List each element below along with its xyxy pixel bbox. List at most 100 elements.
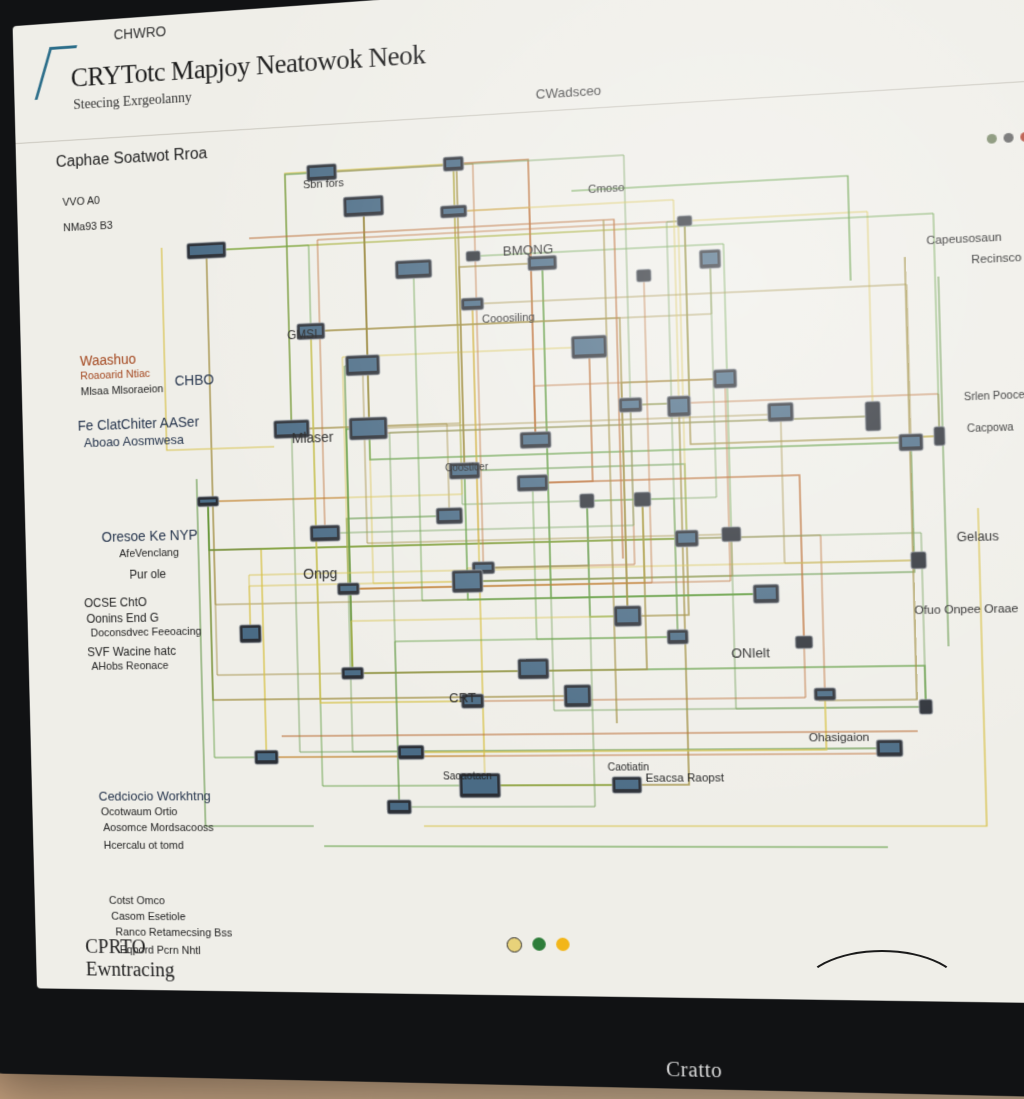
device-node[interactable] <box>634 492 651 507</box>
block-line: AHobs Reonace <box>91 659 169 673</box>
device-node[interactable] <box>753 584 779 603</box>
device-node[interactable] <box>387 800 412 814</box>
diagram-label: Sbn fors <box>302 177 344 192</box>
device-node[interactable] <box>612 777 642 794</box>
left-panel-line: VVO A0 <box>62 194 100 209</box>
wire <box>603 220 616 723</box>
wire <box>324 846 888 847</box>
diagram-label: Caotiatin <box>607 762 650 774</box>
device-node[interactable] <box>395 259 432 279</box>
device-node[interactable] <box>795 636 813 649</box>
device-node[interactable] <box>349 417 388 440</box>
device-node[interactable] <box>197 496 219 507</box>
device-node[interactable] <box>614 606 642 627</box>
wire <box>529 347 593 483</box>
wire <box>347 516 452 589</box>
device-node[interactable] <box>461 694 484 708</box>
device-node[interactable] <box>520 431 551 448</box>
device-node[interactable] <box>517 474 548 491</box>
device-node[interactable] <box>814 688 836 701</box>
wire <box>731 530 926 709</box>
wire <box>197 476 314 826</box>
wire <box>206 226 686 550</box>
monitor-brand-logo: Cratto <box>665 1058 723 1083</box>
device-node[interactable] <box>307 164 337 182</box>
wire <box>667 221 696 637</box>
device-node[interactable] <box>675 530 699 547</box>
diagram-label: ONlelt <box>731 644 771 661</box>
right-panel-line: Srlen Poocentiat <box>963 388 1024 404</box>
device-node[interactable] <box>721 527 741 542</box>
block-line: Hcercalu ot tomd <box>103 839 184 852</box>
device-node[interactable] <box>934 426 946 445</box>
diagram-label: CHBO <box>174 371 215 389</box>
device-node[interactable] <box>337 583 359 596</box>
diagram-label: Cmoso <box>587 181 625 197</box>
status-area: CPRTO Ewntracing <box>85 936 175 982</box>
wire <box>482 501 589 568</box>
block-title: Waashuo <box>79 350 137 369</box>
wire <box>472 284 911 456</box>
device-node[interactable] <box>187 242 226 260</box>
device-node[interactable] <box>636 269 651 282</box>
block-line: AfeVenclang <box>119 546 180 561</box>
device-node[interactable] <box>440 205 467 219</box>
device-node[interactable] <box>579 494 594 509</box>
diagram-label: Cooosiling <box>481 311 535 326</box>
app-icon[interactable] <box>532 937 546 951</box>
wire <box>346 499 644 589</box>
device-node[interactable] <box>865 401 881 431</box>
device-node[interactable] <box>449 462 480 479</box>
wire <box>685 212 873 423</box>
wire <box>464 442 914 581</box>
right-panel-line: Gelaus <box>956 528 1000 545</box>
device-node[interactable] <box>919 699 933 714</box>
device-node[interactable] <box>345 355 380 376</box>
device-node[interactable] <box>619 397 642 412</box>
wire <box>311 318 627 786</box>
device-node[interactable] <box>899 433 924 451</box>
device-node[interactable] <box>677 215 692 226</box>
device-node[interactable] <box>436 507 463 524</box>
device-node[interactable] <box>239 625 261 643</box>
diagram-label: Coostlcer <box>444 461 489 475</box>
diagram-label: Onpg <box>303 565 338 582</box>
device-node[interactable] <box>876 740 903 757</box>
device-node[interactable] <box>398 745 425 759</box>
wire <box>348 578 889 752</box>
network-diagram <box>13 0 1024 1004</box>
wire <box>464 464 686 544</box>
app-icon[interactable] <box>506 937 523 953</box>
device-node[interactable] <box>296 321 325 341</box>
device-node[interactable] <box>461 297 484 310</box>
device-node[interactable] <box>911 552 927 569</box>
device-node[interactable] <box>452 570 483 593</box>
device-node[interactable] <box>310 525 340 542</box>
device-node[interactable] <box>713 369 737 389</box>
device-node[interactable] <box>667 396 691 417</box>
device-node[interactable] <box>571 335 607 359</box>
block-title: Cedciocio Workhtng <box>98 788 211 804</box>
wire <box>473 244 731 541</box>
right-panel-line: Cacpowa <box>966 422 1014 436</box>
device-node[interactable] <box>443 156 464 171</box>
device-node[interactable] <box>699 249 721 269</box>
device-node[interactable] <box>564 684 592 707</box>
device-node[interactable] <box>518 658 549 679</box>
device-node[interactable] <box>528 255 557 271</box>
diagram-label: Ohasigaion <box>808 731 870 745</box>
device-node[interactable] <box>459 773 501 798</box>
device-node[interactable] <box>343 195 384 217</box>
wire <box>317 221 692 533</box>
device-node[interactable] <box>254 750 278 764</box>
block-line: Oonins End G <box>86 610 159 626</box>
device-node[interactable] <box>341 667 363 679</box>
device-node[interactable] <box>767 402 793 422</box>
device-node[interactable] <box>472 561 495 574</box>
device-node[interactable] <box>466 251 481 262</box>
app-icon[interactable] <box>555 937 570 952</box>
block-line: Casom Esetiole <box>111 910 186 924</box>
device-layer <box>185 129 955 814</box>
device-node[interactable] <box>273 418 310 440</box>
device-node[interactable] <box>667 629 689 644</box>
